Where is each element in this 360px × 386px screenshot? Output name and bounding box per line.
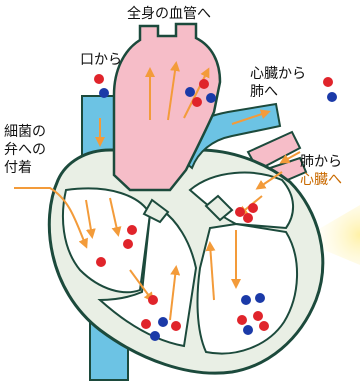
label-heart-to-lungs-2: 肺へ (250, 84, 278, 101)
red-cell (248, 203, 258, 213)
red-cell (199, 79, 209, 89)
red-cell (94, 74, 104, 84)
blue-cell (99, 88, 109, 98)
blue-cell (243, 325, 253, 335)
blue-cell (158, 317, 168, 327)
label-lungs-to-heart-1: 肺から (300, 154, 342, 171)
label-from-mouth: 口から (80, 52, 122, 69)
red-cell (237, 315, 247, 325)
blue-cell (185, 87, 195, 97)
blue-cell (327, 92, 337, 102)
label-lungs-to-heart-2: 心臓へ (300, 172, 342, 189)
red-cell (253, 311, 263, 321)
red-cell (235, 207, 245, 217)
red-cell (259, 321, 269, 331)
label-bacteria-1: 細菌の (4, 124, 46, 141)
label-bacteria-3: 付着 (4, 160, 32, 177)
red-cell (96, 257, 106, 267)
red-cell (141, 319, 151, 329)
blue-cell (206, 93, 216, 103)
label-whole-body: 全身の血管へ (127, 6, 211, 23)
red-cell (171, 321, 181, 331)
label-heart-to-lungs-1: 心臓から (250, 66, 306, 83)
red-cell (323, 77, 333, 87)
red-cell (243, 213, 253, 223)
blue-cell (255, 293, 265, 303)
red-cell (192, 97, 202, 107)
red-cell (148, 295, 158, 305)
red-cell (123, 239, 133, 249)
blue-cell (241, 295, 251, 305)
label-bacteria-2: 弁への (4, 142, 46, 159)
blue-cell (150, 331, 160, 341)
red-cell (127, 225, 137, 235)
